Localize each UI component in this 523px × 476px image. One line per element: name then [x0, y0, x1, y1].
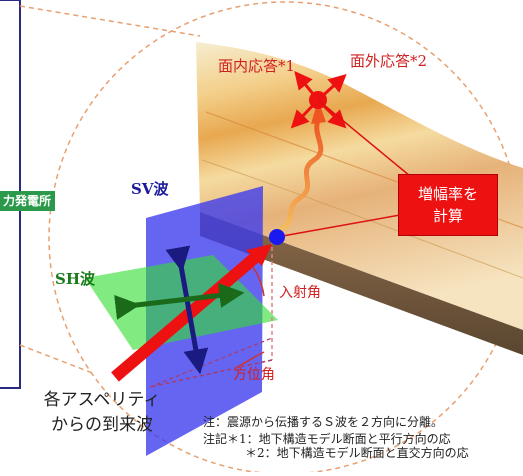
out-of-plane-response-label: 面外応答*2 — [350, 52, 428, 70]
wave-propagation-arrowhead — [311, 100, 326, 124]
callout-line-top — [19, 5, 201, 37]
note-asterisk-1: 注記＊1：地下構造モデル断面と平行方向の応 — [203, 432, 451, 446]
arrival-wave-caption: 各アスペリティ からの到来波 — [8, 388, 196, 438]
connector-base — [276, 214, 401, 238]
sh-motion-arrow — [114, 283, 245, 320]
incidence-angle-label: 入射角 — [279, 285, 321, 301]
callout-line-bottom — [19, 344, 96, 375]
azimuth-angle-label: 方位角 — [233, 367, 275, 383]
base-incidence-point — [269, 229, 285, 245]
sv-wave-label: SV波 — [131, 180, 169, 198]
layer-boundary-2 — [201, 159, 523, 279]
azimuth-angle-arc — [235, 351, 265, 369]
amplification-line-1: 増幅率を — [417, 185, 478, 203]
note-asterisk-2: ＊2：地下構造モデル断面と直交方向の応 — [245, 446, 469, 460]
arrival-line-2: からの到来波 — [51, 415, 153, 435]
power-plant-label: 力発電所 — [0, 191, 56, 211]
note-s-wave-split: 注：震源から伝播するＳ波を２方向に分離。 — [203, 415, 444, 429]
incident-wave-arrowhead — [246, 244, 272, 266]
sh-wave-label: SH波 — [55, 270, 96, 288]
azimuth-reference-line — [149, 337, 273, 388]
in-plane-response-label: 面内応答*1 — [218, 57, 296, 75]
connector-surface — [317, 99, 411, 177]
wave-propagation-path — [273, 117, 324, 235]
amplification-line-2: 計算 — [432, 207, 463, 225]
arrival-line-1: 各アスペリティ — [43, 390, 161, 410]
ground-side-face — [200, 212, 523, 355]
ground-layers — [196, 42, 523, 330]
amplification-box: 増幅率を 計算 — [398, 174, 498, 236]
